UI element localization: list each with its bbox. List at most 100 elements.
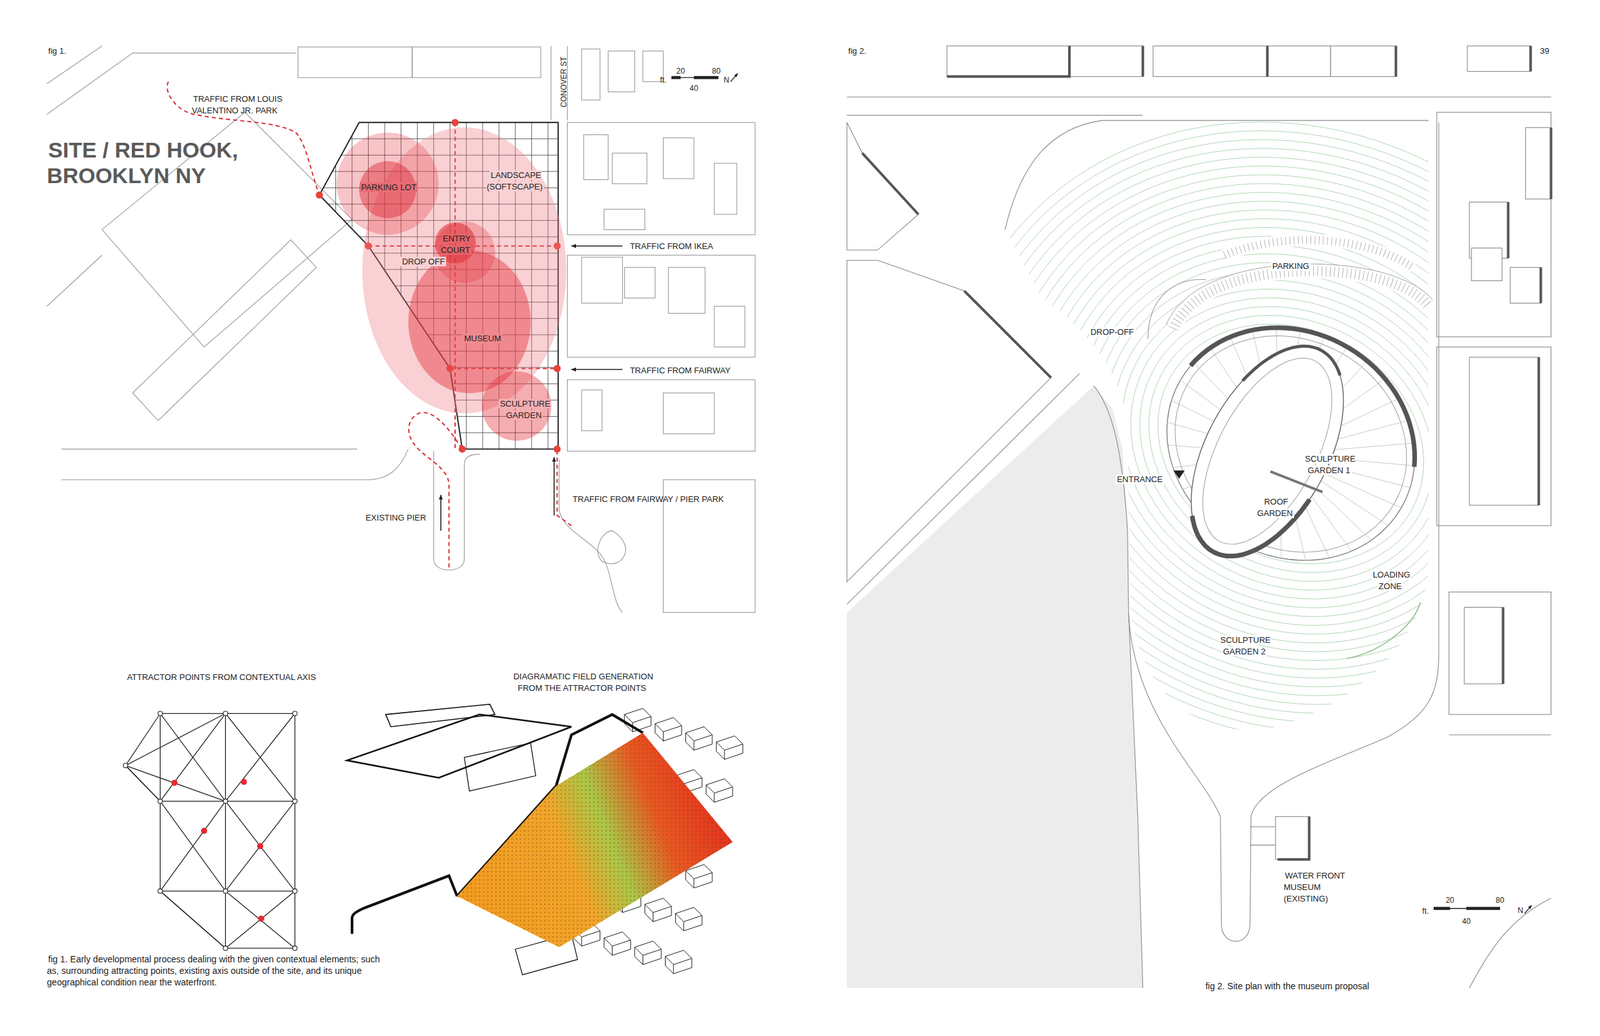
building-box [693,740,695,750]
text-label: SCULPTURE GARDEN 2 [1219,634,1272,656]
contour-line [1103,266,1479,622]
contour-line [859,26,1600,861]
contour-line [1066,230,1515,658]
base-map [663,137,694,179]
text-label: ft. [1420,906,1430,916]
building-box [675,913,702,931]
building-box [685,870,712,888]
attractor-network [125,712,296,948]
contour-line [945,110,1600,777]
building-box [604,931,631,946]
base-map [550,46,552,121]
parking-strip [1148,279,1207,340]
text-label: TRAFFIC FROM FAIRWAY [628,365,732,376]
scale-bar [671,76,681,80]
network-vertex [292,798,297,804]
spiral-wall [1242,346,1341,381]
text-label: EXISTING PIER [364,512,428,523]
text-label: ft. [658,75,668,85]
building-shadow [862,46,1551,684]
building-box [705,778,733,793]
text-slot: fig 2. [846,44,868,57]
base-map [581,389,603,431]
attractor-point [458,445,466,453]
attractor-network [160,712,295,948]
attractor-point [171,779,178,786]
base-map [846,115,1143,116]
base-map [846,259,1051,582]
text-label: MUSEUM [462,333,503,344]
building-box [624,707,651,722]
base-map [61,448,409,480]
contour-line [835,3,1600,886]
building-box [655,717,682,732]
text-label: 39 [1538,46,1551,56]
base-map [714,305,745,347]
attractor-network [125,712,296,948]
text-label: fig 2. Site plan with the museum proposa… [1203,980,1371,991]
text-slot: 80 [1494,893,1506,905]
base-map [1153,46,1268,77]
axis-line [408,412,463,568]
building-box [693,878,695,888]
base-map [132,240,317,421]
network-vertex [158,798,163,804]
text-slot: CONOVER ST [557,55,569,109]
attractor-point [553,364,561,372]
text-label: PARKING [1271,261,1311,271]
building-box [665,949,692,964]
zone-fill [481,371,552,441]
text-slot: 40 [1460,914,1472,927]
zone-fill [408,250,531,393]
text-slot: SCULPTURE GARDEN [496,397,553,421]
base-map [433,451,480,571]
text-slot: MUSEUM [462,332,503,344]
building [1469,357,1539,505]
text-label: ATTRACTOR POINTS FROM CONTEXTUAL AXIS [125,672,317,682]
text-slot: LOADING ZONE [1365,568,1417,592]
contour-line [957,122,1600,766]
network-vertex [292,711,297,716]
building-shadow [1539,267,1543,304]
text-slot: 40 [688,81,700,94]
contour-line [847,14,1600,873]
parking-strip [1148,240,1433,339]
building-box [665,956,692,974]
building-shadow [1394,46,1398,77]
text-label: fig 1. Early developmental process deali… [46,953,380,987]
text-slot: PARKING LOT [359,181,418,193]
base-map [846,122,919,250]
text-label: ROOF GARDEN [1256,496,1295,518]
museum-plan [1124,282,1458,605]
building-box [645,897,672,912]
contour-line [920,87,1600,802]
museum-outline [1124,282,1458,605]
scale-bar [1524,904,1532,914]
building-shadow [862,152,919,215]
traffic-arrow [440,494,442,531]
text-slot: EXISTING PIER [364,511,428,523]
building [1464,606,1504,684]
inner-ring [1176,337,1359,564]
spiral-wall [1190,327,1415,467]
building [1471,247,1503,281]
scale-bar [1466,906,1501,910]
parking-strip [1173,270,1430,329]
base-map [1330,46,1396,77]
base-map [567,122,755,235]
base-map [581,49,601,101]
building-box [663,731,664,741]
text-slot: DIAGRAMATIC FIELD GENERATION FROM THE AT… [508,670,657,694]
text-label: fig 2. [846,46,868,56]
network-vertex [223,888,228,893]
text-slot: ENTRANCE [1115,472,1165,485]
building-box [634,946,662,964]
museum-ring [1135,293,1447,594]
building-box [604,937,631,955]
network-vertex [223,711,228,716]
scale-bar [730,73,738,82]
text-label: PARKING LOT [359,182,418,192]
attractor-point [257,915,265,922]
